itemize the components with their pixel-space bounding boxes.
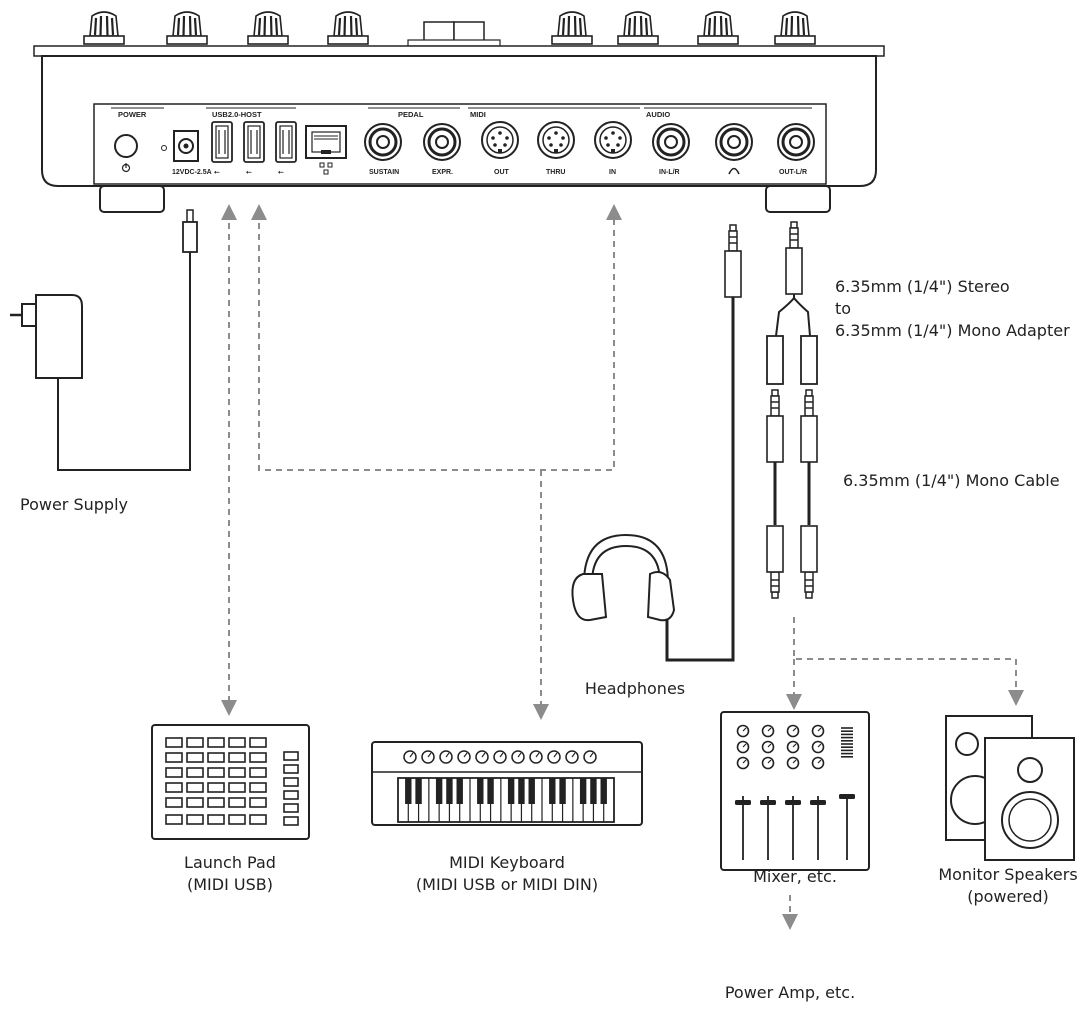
pad-button [249, 752, 267, 763]
device-rear-panel: POWER USB2.0-HOST PEDAL MIDI AUDIO 12VDC… [33, 10, 885, 213]
dashed-connections [221, 204, 1024, 930]
monitor-speakers-illustration [945, 715, 1075, 861]
usb-host-ports: ⭠ ⭠ ⭠ [211, 121, 297, 176]
power-amp-label: Power Amp, etc. [724, 983, 856, 1002]
power-button [114, 134, 138, 173]
black-key [415, 778, 422, 804]
pad-button [249, 767, 267, 778]
expr-port-label: EXPR. [432, 169, 453, 176]
usb-icon: ⭠ [214, 169, 220, 176]
pad-button [186, 767, 204, 778]
pad-button [228, 737, 246, 748]
pad-button [165, 814, 183, 825]
pad-button [165, 752, 183, 763]
mixer-fader [735, 800, 751, 805]
midi-in-label: IN [609, 169, 616, 176]
headphones-label: Headphones [584, 679, 686, 698]
pad-side-button [283, 777, 299, 787]
pad-button [165, 737, 183, 748]
midi-out-label: OUT [494, 169, 510, 176]
mono-cable-label: 6.35mm (1/4") Mono Cable [843, 471, 1060, 490]
mixer-fader [760, 800, 776, 805]
pad-side-button [283, 803, 299, 813]
launch-pad-illustration [151, 724, 310, 840]
ethernet-port [305, 125, 347, 175]
pad-button [228, 767, 246, 778]
launch-pad-label: Launch Pad (MIDI USB) [184, 853, 276, 894]
midi-thru-label: THRU [546, 169, 565, 176]
pad-button [228, 782, 246, 793]
black-key [549, 778, 556, 804]
knob-row [82, 10, 817, 47]
audio-out-label: OUT-L/R [779, 169, 807, 176]
headphone-cable [665, 224, 742, 662]
headphone-icon [728, 167, 740, 175]
dc-jack-label: 12VDC-2.5A [172, 169, 212, 176]
pad-button [207, 752, 225, 763]
pad-button [207, 737, 225, 748]
pad-side-button [283, 816, 299, 826]
pad-button [165, 767, 183, 778]
black-key [477, 778, 484, 804]
section-midi-label: MIDI [470, 110, 486, 119]
black-key [590, 778, 597, 804]
sustain-port-label: SUSTAIN [369, 169, 399, 176]
pad-button [186, 782, 204, 793]
usb-icon: ⭠ [246, 169, 252, 176]
pad-side-button [283, 751, 299, 761]
pad-button [207, 767, 225, 778]
mixer-fader [785, 800, 801, 805]
black-key [559, 778, 566, 804]
black-key [507, 778, 515, 804]
pad-side-button [283, 764, 299, 774]
black-key [518, 778, 525, 804]
section-pedal-label: PEDAL [398, 110, 424, 119]
black-key [579, 778, 587, 804]
pad-button [165, 782, 183, 793]
midi-keyboard-illustration [371, 741, 643, 826]
audio-in-label: IN-L/R [659, 169, 680, 176]
section-usb-label: USB2.0-HOST [212, 110, 262, 119]
pad-button [207, 814, 225, 825]
black-key [487, 778, 494, 804]
monitor-speakers-label: Monitor Speakers (powered) [938, 865, 1078, 906]
usb-icon: ⭠ [278, 169, 284, 176]
pad-button [228, 752, 246, 763]
power-supply-label: Power Supply [20, 495, 128, 514]
pad-button [186, 737, 204, 748]
pad-button [186, 752, 204, 763]
black-key [456, 778, 463, 804]
pad-button [228, 797, 246, 808]
pad-button [249, 737, 267, 748]
pad-button [249, 797, 267, 808]
black-key [528, 778, 535, 804]
midi-keyboard-label: MIDI Keyboard (MIDI USB or MIDI DIN) [415, 853, 599, 894]
pad-button [207, 797, 225, 808]
mixer-label: Mixer, etc. [753, 867, 837, 886]
mixer-fader [839, 794, 855, 799]
adapter-label: 6.35mm (1/4") Stereo to 6.35mm (1/4") Mo… [835, 277, 1070, 340]
mixer-fader [810, 800, 826, 805]
dc-power-jack: 12VDC-2.5A [172, 130, 212, 176]
pad-button [186, 797, 204, 808]
pad-button [207, 782, 225, 793]
pad-button [249, 814, 267, 825]
black-key [405, 778, 412, 804]
stereo-to-mono-adapter [766, 221, 818, 385]
pad-button [165, 797, 183, 808]
headphones-illustration [571, 533, 676, 622]
mixer-illustration [720, 711, 870, 871]
power-supply-illustration [10, 209, 198, 471]
pad-button [249, 782, 267, 793]
pad-side-button [283, 790, 299, 800]
pad-button [186, 814, 204, 825]
section-audio-label: AUDIO [646, 110, 670, 119]
black-key [446, 778, 453, 804]
mono-cable-pair [766, 389, 818, 599]
black-key [435, 778, 443, 804]
black-key [600, 778, 607, 804]
pad-button [228, 814, 246, 825]
section-power-label: POWER [118, 110, 147, 119]
